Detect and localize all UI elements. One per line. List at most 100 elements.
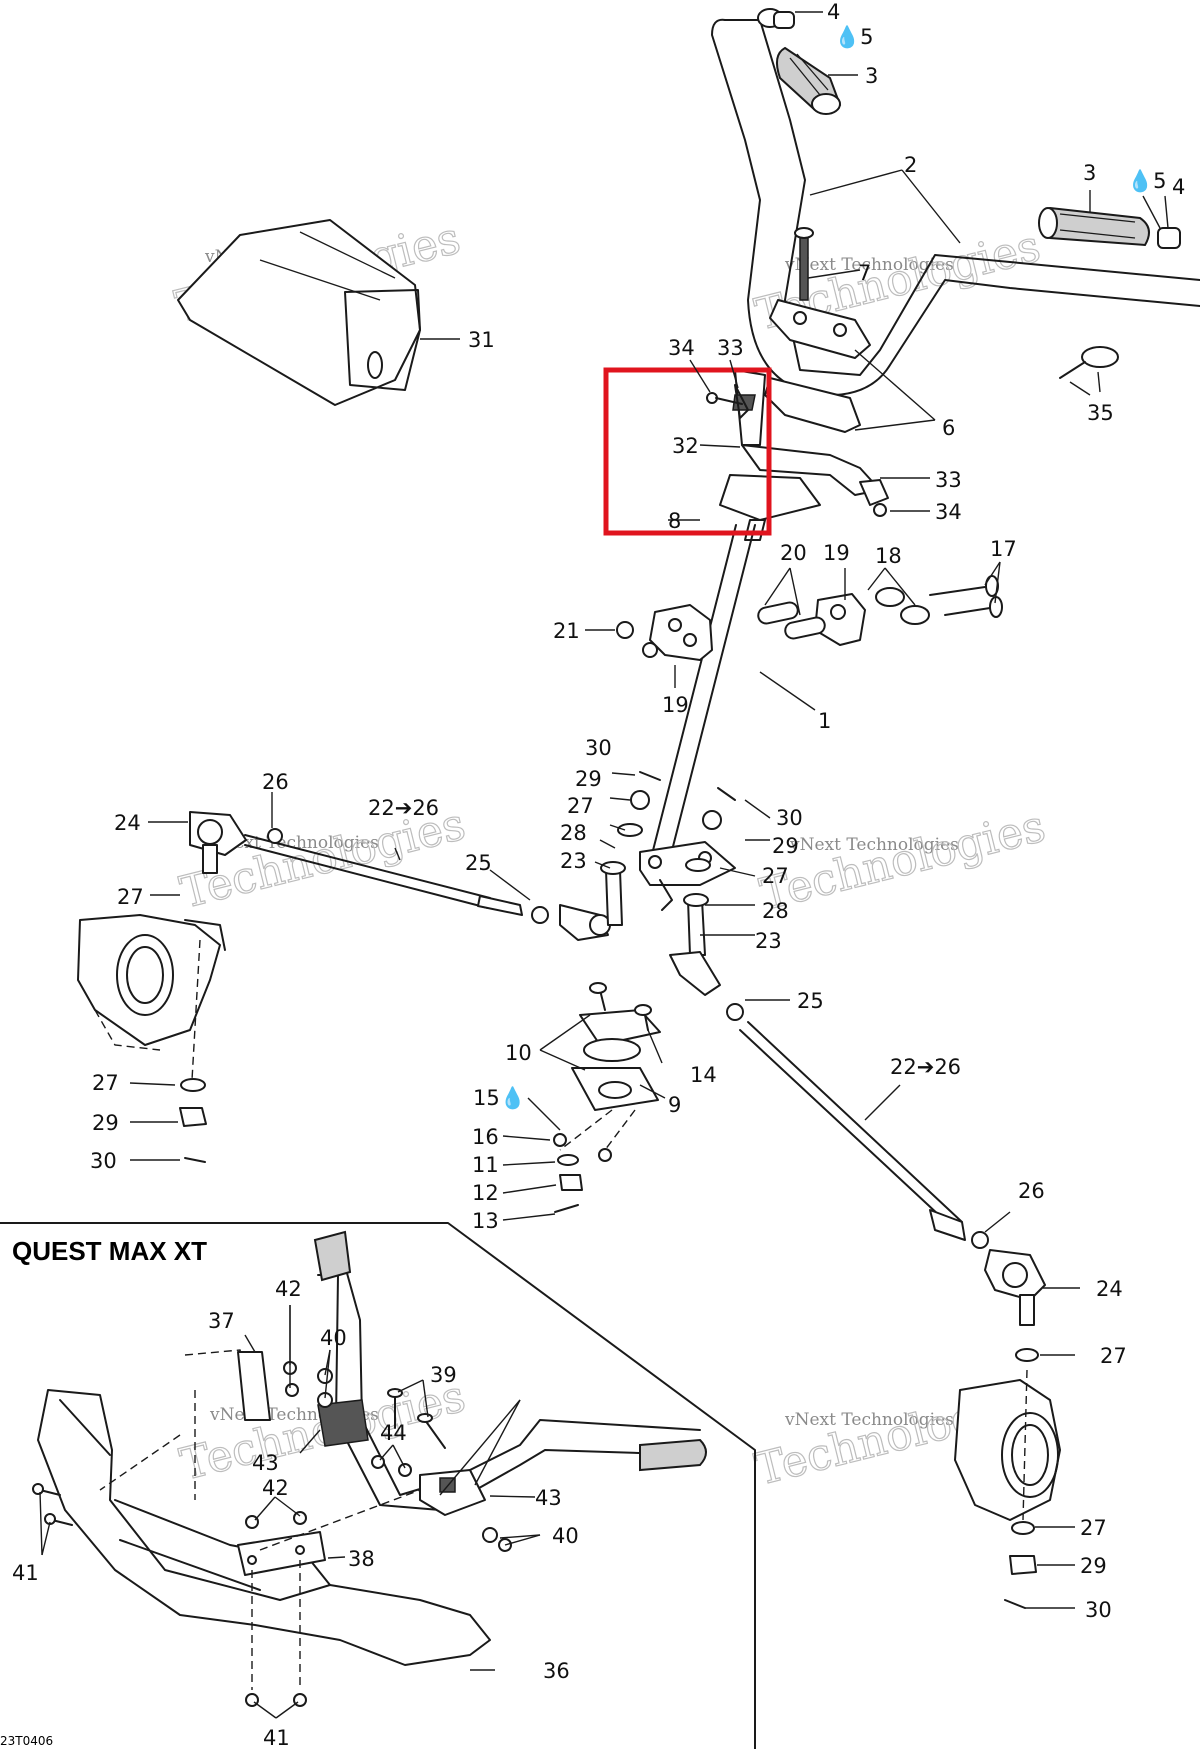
end-cap-left-part <box>757 8 795 29</box>
callout-13: 13 <box>472 1209 499 1233</box>
callout-23: 23 <box>560 849 587 873</box>
callout-21: 21 <box>553 619 580 643</box>
callout-30: 30 <box>90 1149 117 1173</box>
callout-12: 12 <box>472 1181 499 1205</box>
support-block-part <box>649 593 866 661</box>
callout-27: 27 <box>567 794 594 818</box>
knuckle-left-part <box>77 914 226 1163</box>
callout-37: 37 <box>208 1309 235 1333</box>
handlebar-part <box>711 18 1200 397</box>
callout-28: 28 <box>560 821 587 845</box>
callout-18: 18 <box>875 544 902 568</box>
callout-30: 30 <box>776 806 803 830</box>
ball-joint-right-part <box>683 787 736 956</box>
callout-oil-symbol: 💧5 <box>1127 168 1167 193</box>
callout-42: 42 <box>262 1476 289 1500</box>
callout-4: 4 <box>1172 175 1185 199</box>
callout-29: 29 <box>1080 1554 1107 1578</box>
steering-cover-part <box>177 219 421 406</box>
callout-32: 32 <box>672 434 699 458</box>
callout-2: 2 <box>904 153 917 177</box>
callout-33: 33 <box>935 468 962 492</box>
callout-25: 25 <box>465 851 492 875</box>
callout-29: 29 <box>772 834 799 858</box>
quest-max-xt-inset: QUEST MAX XT <box>0 1222 756 1749</box>
callout-3: 3 <box>1083 161 1096 185</box>
bolt-part <box>706 384 749 419</box>
callout-31: 31 <box>468 328 495 352</box>
callout-27: 27 <box>92 1071 119 1095</box>
callout-35: 35 <box>1087 401 1114 425</box>
steering-column-part <box>647 524 756 871</box>
cable-tie-part <box>1059 346 1119 379</box>
callout-7: 7 <box>858 261 871 285</box>
callout-22-26: 22➔26 <box>890 1055 961 1079</box>
callout-39: 39 <box>430 1363 457 1387</box>
callout-27: 27 <box>762 864 789 888</box>
tie-rod-end-right-part <box>984 1249 1046 1362</box>
callout-23: 23 <box>755 929 782 953</box>
callout-40: 40 <box>320 1326 347 1350</box>
callout-34: 34 <box>668 336 695 360</box>
tie-rod-end-left-part <box>189 811 283 874</box>
callout-29: 29 <box>575 767 602 791</box>
callout-oil-symbol: 💧5 <box>834 24 874 49</box>
callout-14: 14 <box>690 1063 717 1087</box>
end-cap-right-part <box>1157 227 1181 249</box>
callout-27: 27 <box>1100 1344 1127 1368</box>
callout-11: 11 <box>472 1153 499 1177</box>
handlebar-clamp-part <box>764 227 871 433</box>
callout-30: 30 <box>1085 1598 1112 1622</box>
callout-10: 10 <box>505 1041 532 1065</box>
callout-44: 44 <box>380 1421 407 1445</box>
watermark-text: vNext Technologies <box>784 1410 954 1430</box>
ball-joint-left-part <box>600 771 661 926</box>
callout-25: 25 <box>797 989 824 1013</box>
callout-38: 38 <box>348 1547 375 1571</box>
callout-4: 4 <box>827 0 840 24</box>
callout-3: 3 <box>865 64 878 88</box>
callout-20: 20 <box>780 541 807 565</box>
nut-part <box>616 621 658 658</box>
callout-24: 24 <box>114 811 141 835</box>
callout-36: 36 <box>543 1659 570 1683</box>
callout-42: 42 <box>275 1277 302 1301</box>
callout-27: 27 <box>117 885 144 909</box>
grip-right-part <box>1038 206 1150 247</box>
oil-drop-icon: 💧 <box>1127 168 1153 193</box>
figure-id: 23T0406 <box>0 1734 53 1748</box>
callout-43: 43 <box>535 1486 562 1510</box>
watermark-text: vNext Technologies <box>789 835 959 855</box>
callout-5: 5 <box>860 25 873 49</box>
watermark-text: vNext Technologies <box>209 833 379 853</box>
callout-22-26: 22➔26 <box>368 796 439 820</box>
clip-nut-part <box>859 479 889 517</box>
callout-1: 1 <box>818 709 831 733</box>
callout-28: 28 <box>762 899 789 923</box>
leader-lines <box>39 11 1169 1719</box>
knuckle-right-part <box>954 1369 1061 1609</box>
callout-17: 17 <box>990 537 1017 561</box>
callout-19: 19 <box>823 541 850 565</box>
callout-26: 26 <box>1018 1179 1045 1203</box>
callout-27: 27 <box>1080 1516 1107 1540</box>
bearing-assembly-part <box>553 982 661 1213</box>
callout-43: 43 <box>252 1451 279 1475</box>
bolt-long-part <box>929 575 1003 618</box>
callout-9: 9 <box>668 1093 681 1117</box>
callout-labels: 4 💧5 3 2 3 💧5 4 7 6 31 34 33 32 33 34 35… <box>12 0 1185 1749</box>
callout-34: 34 <box>935 500 962 524</box>
oil-drop-icon: 💧 <box>500 1085 526 1110</box>
callout-41: 41 <box>12 1561 39 1585</box>
callout-15: 15 <box>473 1086 500 1110</box>
callout-26: 26 <box>262 770 289 794</box>
spacer-part <box>875 587 930 625</box>
watermark-text: vNext Technologies <box>784 255 954 275</box>
callout-33: 33 <box>717 336 744 360</box>
callout-24: 24 <box>1096 1277 1123 1301</box>
callout-41: 41 <box>263 1726 290 1749</box>
tie-rod-right-part <box>669 951 989 1249</box>
callout-6: 6 <box>942 416 955 440</box>
